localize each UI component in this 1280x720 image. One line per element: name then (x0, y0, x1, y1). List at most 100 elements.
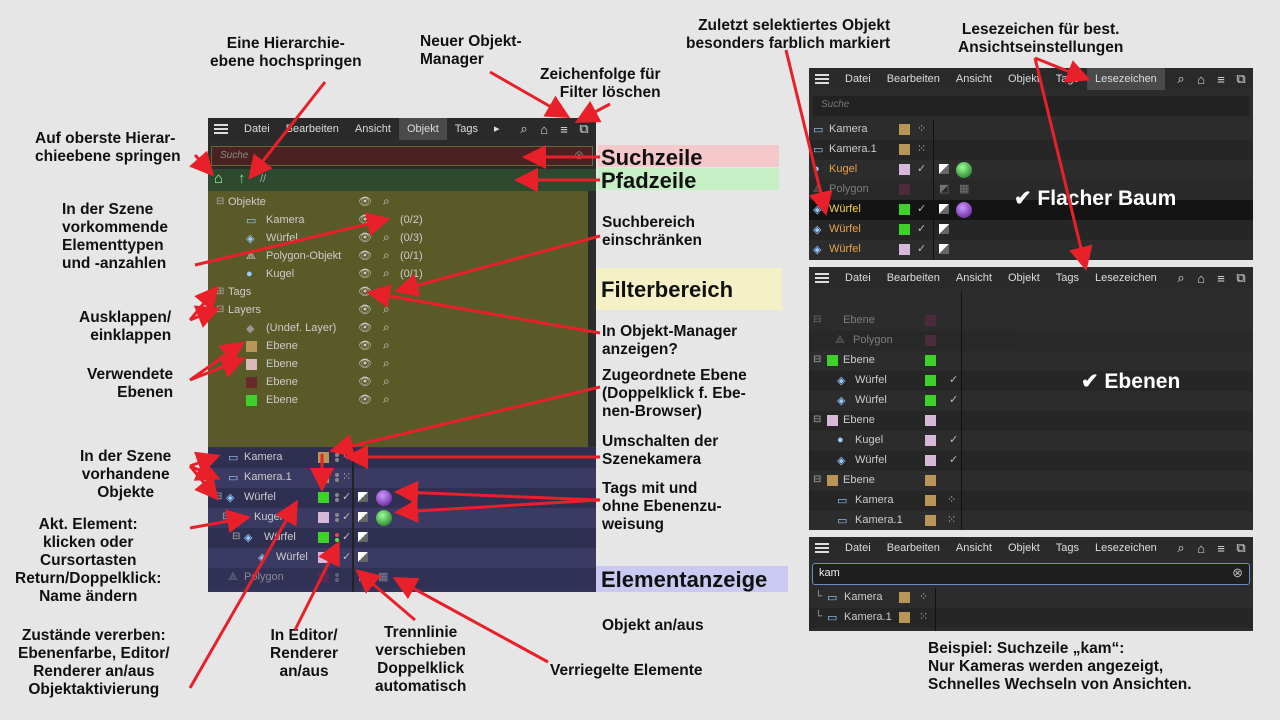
object-name[interactable]: Kamera.1 (829, 143, 877, 155)
layer-swatch[interactable] (318, 552, 329, 563)
camera-toggle-icon[interactable]: ⁙ (947, 514, 957, 526)
layer-swatch[interactable] (318, 472, 329, 483)
layer-swatch[interactable] (318, 512, 329, 523)
magnifier-icon[interactable]: ⌕ (383, 284, 390, 298)
eye-icon[interactable]: 👁 (358, 286, 372, 298)
magnifier-icon[interactable]: ⌕ (383, 212, 390, 226)
search-bar[interactable]: Suche ⊗ (211, 146, 593, 166)
layer-swatch[interactable] (899, 144, 910, 155)
camera-toggle-icon[interactable]: ⁙ (342, 471, 352, 483)
magnifier-icon[interactable]: ⌕ (383, 248, 390, 262)
layer-swatch[interactable] (318, 452, 329, 463)
new-window-icon[interactable]: ⧉ (579, 121, 589, 136)
object-name[interactable]: Würfel (829, 243, 861, 255)
layer-swatch[interactable] (899, 204, 910, 215)
menu-ansicht[interactable]: Ansicht (955, 272, 992, 284)
object-name[interactable]: Polygon (829, 183, 869, 195)
eye-icon[interactable]: 👁 (358, 358, 372, 370)
object-name[interactable]: Kugel (254, 511, 283, 523)
check-icon[interactable]: ✓ (917, 163, 927, 175)
list-item[interactable]: ▭Kamera⁘ (208, 448, 596, 468)
material-tag-icon[interactable] (376, 510, 392, 526)
camera-toggle-icon[interactable]: ⁙ (919, 611, 929, 623)
object-name[interactable]: Kamera (844, 591, 883, 603)
column-divider[interactable] (933, 120, 934, 260)
check-icon[interactable]: ✓ (342, 551, 352, 563)
search-icon[interactable]: ⌕ (1177, 540, 1185, 555)
list-item[interactable]: ●Kugel✓ (809, 431, 1253, 451)
menu-objekt[interactable]: Objekt (398, 118, 447, 140)
list-item[interactable]: ▭Kamera.1⁙ (208, 468, 596, 488)
search-icon[interactable]: ⌕ (1177, 270, 1185, 285)
layer-swatch[interactable] (899, 612, 910, 623)
menu-bearbeiten[interactable]: Bearbeiten (886, 73, 940, 85)
object-name[interactable]: Kamera.1 (844, 611, 892, 623)
object-name[interactable]: Kugel (855, 434, 884, 446)
layer-color-swatch[interactable] (246, 359, 257, 370)
layer-swatch[interactable] (899, 124, 910, 135)
layer-swatch[interactable] (925, 355, 936, 366)
layer-swatch[interactable] (899, 244, 910, 255)
arrow-up-icon[interactable]: ↑ (238, 170, 246, 187)
check-icon[interactable]: ✓ (949, 394, 959, 406)
magnifier-icon[interactable]: ⌕ (383, 230, 390, 244)
layer-swatch[interactable] (925, 315, 936, 326)
clear-search-icon[interactable]: ⊗ (1232, 565, 1243, 580)
layer-swatch[interactable] (925, 395, 936, 406)
clear-search-icon[interactable]: ⊗ (573, 148, 584, 162)
list-item[interactable]: ▭Kamera.1⁙ (809, 140, 1253, 160)
menu-tags[interactable]: Tags (1055, 272, 1080, 284)
layer-swatch[interactable] (899, 184, 910, 195)
check-icon[interactable]: ✓ (949, 434, 959, 446)
object-name[interactable]: Polygon (853, 334, 893, 346)
layer-row[interactable]: ⊟Ebene (809, 471, 1253, 491)
home-path-icon[interactable]: ⌂ (214, 170, 224, 187)
tag-icon[interactable] (939, 164, 949, 174)
list-item[interactable]: ●Kugel✓ (809, 160, 1253, 180)
menu-bearbeiten[interactable]: Bearbeiten (886, 542, 940, 554)
filter-icon[interactable]: ≡ (1217, 540, 1225, 556)
home-icon[interactable]: ⌂ (1197, 71, 1205, 87)
list-item[interactable]: └▭Kamera⁘ (815, 591, 929, 604)
object-name[interactable]: Polygon (244, 571, 284, 583)
material-tag-icon[interactable] (956, 162, 972, 178)
eye-icon[interactable]: 👁 (358, 322, 372, 334)
hamburger-icon[interactable] (815, 543, 829, 553)
material-tag-icon[interactable] (376, 490, 392, 506)
layer-swatch[interactable] (925, 375, 936, 386)
menu-ansicht[interactable]: Ansicht (955, 542, 992, 554)
list-item[interactable]: ⟁Polygon◩▦ (809, 180, 1253, 200)
object-name[interactable]: Kamera (829, 123, 868, 135)
new-window-icon[interactable]: ⧉ (1236, 270, 1246, 285)
list-item[interactable]: ⟁Polygon (809, 331, 1253, 351)
list-item[interactable]: ◈Würfel✓ (809, 240, 1253, 260)
eye-icon[interactable]: 👁 (358, 214, 372, 226)
collapse-icon[interactable]: ⊟ (216, 304, 225, 315)
object-name[interactable]: Würfel (855, 394, 887, 406)
list-item[interactable]: ⊟●Kugel✓ (208, 508, 596, 528)
object-name[interactable]: Würfel (276, 551, 308, 563)
expand-icon[interactable]: ⊞ (216, 286, 225, 297)
collapse-icon[interactable]: ⊟ (813, 414, 822, 425)
object-name[interactable]: Würfel (855, 454, 887, 466)
layer-name[interactable]: Ebene (843, 354, 875, 366)
menu-tags[interactable]: Tags (454, 123, 479, 135)
menu-ansicht[interactable]: Ansicht (354, 123, 391, 135)
layer-swatch[interactable] (318, 532, 329, 543)
collapse-icon[interactable]: ⊟ (813, 314, 822, 325)
menu-datei[interactable]: Datei (845, 272, 871, 284)
check-icon[interactable]: ✓ (917, 243, 927, 255)
menu-tags[interactable]: Tags (1055, 542, 1080, 554)
menu-bearbeiten[interactable]: Bearbeiten (285, 123, 339, 135)
menu-lesezeichen[interactable]: Lesezeichen (1095, 542, 1157, 554)
eye-icon[interactable]: 👁 (358, 268, 372, 280)
magnifier-icon[interactable]: ⌕ (383, 194, 390, 208)
layer-name[interactable]: Ebene (843, 474, 875, 486)
layer-swatch[interactable] (925, 515, 936, 526)
check-icon[interactable]: ✓ (917, 203, 927, 215)
eye-icon[interactable]: 👁 (358, 250, 372, 262)
camera-toggle-icon[interactable]: ⁘ (947, 494, 957, 506)
object-name[interactable]: Kamera.1 (855, 514, 903, 526)
object-name[interactable]: Würfel (264, 531, 296, 543)
eye-icon[interactable]: 👁 (358, 340, 372, 352)
